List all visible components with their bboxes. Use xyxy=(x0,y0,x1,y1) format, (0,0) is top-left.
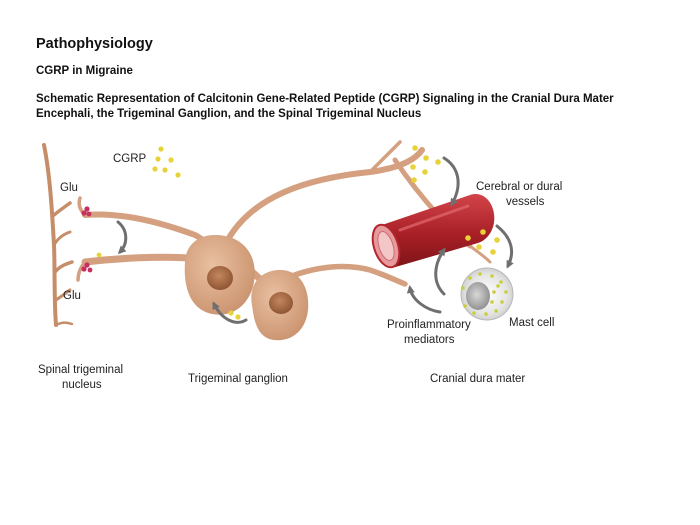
label-cranial-dura-mater: Cranial dura mater xyxy=(430,373,525,385)
label-mast-cell: Mast cell xyxy=(509,317,554,329)
ganglion-nucleus-2 xyxy=(269,292,293,314)
glutamate-molecules xyxy=(81,206,93,273)
mast-cell xyxy=(460,267,514,321)
diagram-labels: CGRP Glu Glu Cerebral or dural vessels M… xyxy=(38,153,562,391)
ganglion-neuron-2 xyxy=(251,270,309,341)
mast-cell-nucleus xyxy=(466,282,490,310)
label-vessels-line1: Cerebral or dural xyxy=(476,181,562,193)
arrow-vessel-to-mast xyxy=(495,224,514,269)
arrow-spinal xyxy=(116,220,128,255)
page-subtitle: CGRP in Migraine xyxy=(36,65,133,77)
label-trigeminal-ganglion: Trigeminal ganglion xyxy=(188,373,288,385)
label-vessels-line2: vessels xyxy=(506,196,545,208)
arrow-ganglion xyxy=(212,301,248,324)
label-cgrp: CGRP xyxy=(113,153,147,165)
cgrp-molecules xyxy=(96,145,500,320)
arrow-mediators-to-axon xyxy=(406,285,442,314)
spinal-neuron xyxy=(42,143,74,327)
label-proinflammatory-line1: Proinflammatory xyxy=(387,319,471,331)
dural-vessel xyxy=(371,194,495,269)
label-spinal-line1: Spinal trigeminal xyxy=(38,364,123,376)
label-glu-bottom: Glu xyxy=(63,290,81,302)
arrow-mast-to-vessel xyxy=(434,247,446,296)
figure-heading: Schematic Representation of Calcitonin G… xyxy=(36,93,614,120)
page-title: Pathophysiology xyxy=(36,36,153,52)
ganglion-neuron-1 xyxy=(184,235,255,315)
label-spinal-line2: nucleus xyxy=(62,379,102,391)
label-glu-top: Glu xyxy=(60,182,78,194)
arrow-cgrp-to-vessel xyxy=(442,156,460,207)
signal-arrows xyxy=(116,156,514,324)
label-proinflammatory-line2: mediators xyxy=(404,334,455,346)
ganglion-nucleus-1 xyxy=(207,266,233,290)
